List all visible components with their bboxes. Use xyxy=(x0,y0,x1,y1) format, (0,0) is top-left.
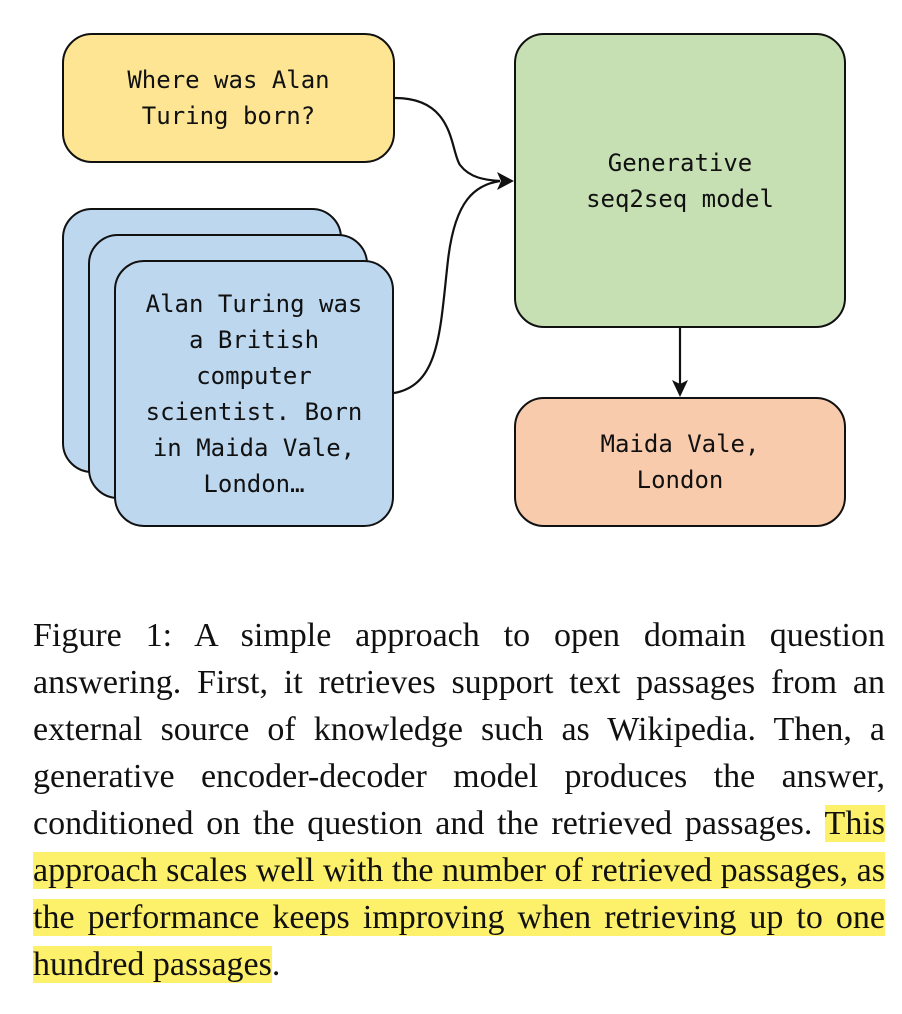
question-text: Where was Alan Turing born? xyxy=(127,66,330,130)
model-text: Generative seq2seq model xyxy=(586,148,774,213)
passage-box: Alan Turing was a British computer scien… xyxy=(114,260,394,527)
question-box: Where was Alan Turing born? xyxy=(62,33,395,163)
passage-to-model-arrow xyxy=(393,179,501,395)
question-to-model-arrow xyxy=(394,96,501,183)
caption-text: Figure 1: A simple approach to open doma… xyxy=(33,617,885,842)
answer-text: Maida Vale, London xyxy=(600,430,760,494)
figure-diagram: Where was Alan Turing born? Alan Turing … xyxy=(62,33,846,527)
caption-end: . xyxy=(271,946,281,983)
answer-box: Maida Vale, London xyxy=(514,397,846,527)
model-box: Generative seq2seq model xyxy=(514,33,846,328)
answer-arrowhead xyxy=(672,380,688,397)
model-input-arrowhead xyxy=(497,172,514,190)
figure-caption: Figure 1: A simple approach to open doma… xyxy=(33,612,885,988)
passage-text: Alan Turing was a British computer scien… xyxy=(145,289,363,498)
diagram-arrows xyxy=(393,96,688,397)
